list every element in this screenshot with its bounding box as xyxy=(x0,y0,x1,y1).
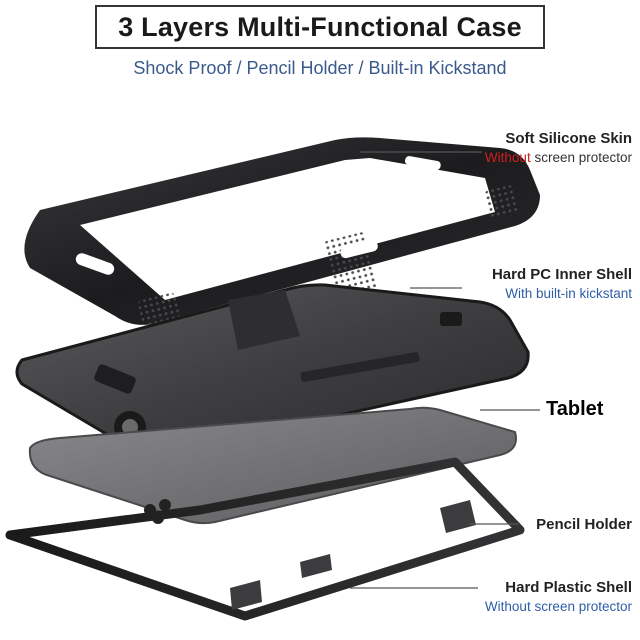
callout-pc-shell-sub: With built-in kickstant xyxy=(505,286,632,301)
leader-lines xyxy=(350,151,540,589)
callout-silicone-sub: Without screen protector xyxy=(485,150,632,165)
title: 3 Layers Multi-Functional Case xyxy=(118,11,522,42)
callout-silicone-highlight: Without xyxy=(484,150,531,165)
callout-silicone-skin: Soft Silicone Skin Without screen protec… xyxy=(485,130,632,165)
callout-silicone-sub-rest: screen protector xyxy=(530,150,632,165)
callout-silicone-heading: Soft Silicone Skin xyxy=(505,130,632,147)
callout-plastic-heading: Hard Plastic Shell xyxy=(505,579,632,596)
pc-shell-layer xyxy=(15,283,530,456)
callout-pc-shell: Hard PC Inner Shell With built-in kickst… xyxy=(492,266,632,301)
callout-tablet: Tablet xyxy=(546,398,604,420)
callout-plastic-sub: Without screen protector xyxy=(484,599,632,614)
callout-plastic-shell: Hard Plastic Shell Without screen protec… xyxy=(485,579,632,614)
callout-pencil-holder: Pencil Holder xyxy=(536,516,632,533)
subtitle: Shock Proof / Pencil Holder / Built-in K… xyxy=(133,58,507,78)
title-box: 3 Layers Multi-Functional Case xyxy=(95,5,545,49)
plastic-shell-layer xyxy=(5,457,525,621)
callout-pencil-heading: Pencil Holder xyxy=(536,516,632,533)
callout-pc-shell-heading: Hard PC Inner Shell xyxy=(491,266,632,283)
silicone-skin-layer xyxy=(24,137,540,326)
